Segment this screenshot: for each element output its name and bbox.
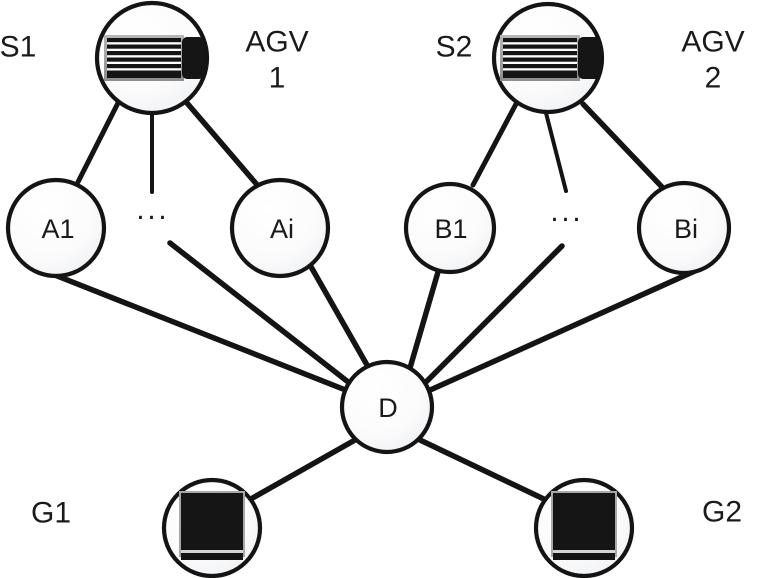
node-bi[interactable]: Bi [636,180,732,276]
s1-label: S1 [0,31,36,64]
edge-s1-a1 [75,100,121,185]
edge-dotsright-d [420,243,565,388]
node-ai[interactable]: Ai [229,177,331,279]
node-b1-label: B1 [434,214,467,244]
agv-icon [500,35,601,81]
edge-bi-d [425,263,709,394]
node-s1[interactable] [94,0,210,116]
node-a1[interactable]: A1 [5,177,107,279]
node-a1-circle [5,177,107,279]
agv1-index-label: 1 [269,62,286,95]
goal-icon [551,491,617,560]
node-ai-circle [229,177,331,279]
edges-layer [34,100,709,504]
node-b1[interactable]: B1 [403,181,497,275]
goal-icon [179,491,245,560]
agv-icon [104,35,205,81]
edge-dotsleft-d [167,240,355,388]
node-ai-label: Ai [270,214,294,244]
node-g1[interactable] [161,477,263,578]
ellipsis-right-tasks: ··· [550,202,583,235]
s2-label: S2 [436,31,473,64]
node-d-circle [339,359,435,455]
edge-d-g1 [246,437,358,503]
edge-s1-ai [184,100,262,190]
node-b1-circle [403,181,497,275]
g2-label: G2 [702,496,742,529]
edge-d-g2 [417,437,551,504]
ellipsis-left-tasks: ··· [136,200,169,233]
agv1-label: AGV [245,26,308,59]
node-a1-label: A1 [41,214,74,244]
edge-a1-d [34,265,351,394]
g1-label: G1 [31,497,71,530]
agv2-index-label: 2 [705,62,722,95]
node-bi-circle [636,180,732,276]
edge-ai-d [307,262,370,368]
node-g2[interactable] [533,477,635,578]
edge-b1-d [407,269,441,371]
node-bi-label: Bi [674,214,698,244]
edge-s2-bi [580,101,665,190]
edge-s2-b1 [470,101,519,188]
agv2-label: AGV [681,26,744,59]
node-d-label: D [378,393,398,423]
node-s2[interactable] [491,1,605,115]
node-d[interactable]: D [339,359,435,455]
edge-s2-dots [544,111,568,193]
